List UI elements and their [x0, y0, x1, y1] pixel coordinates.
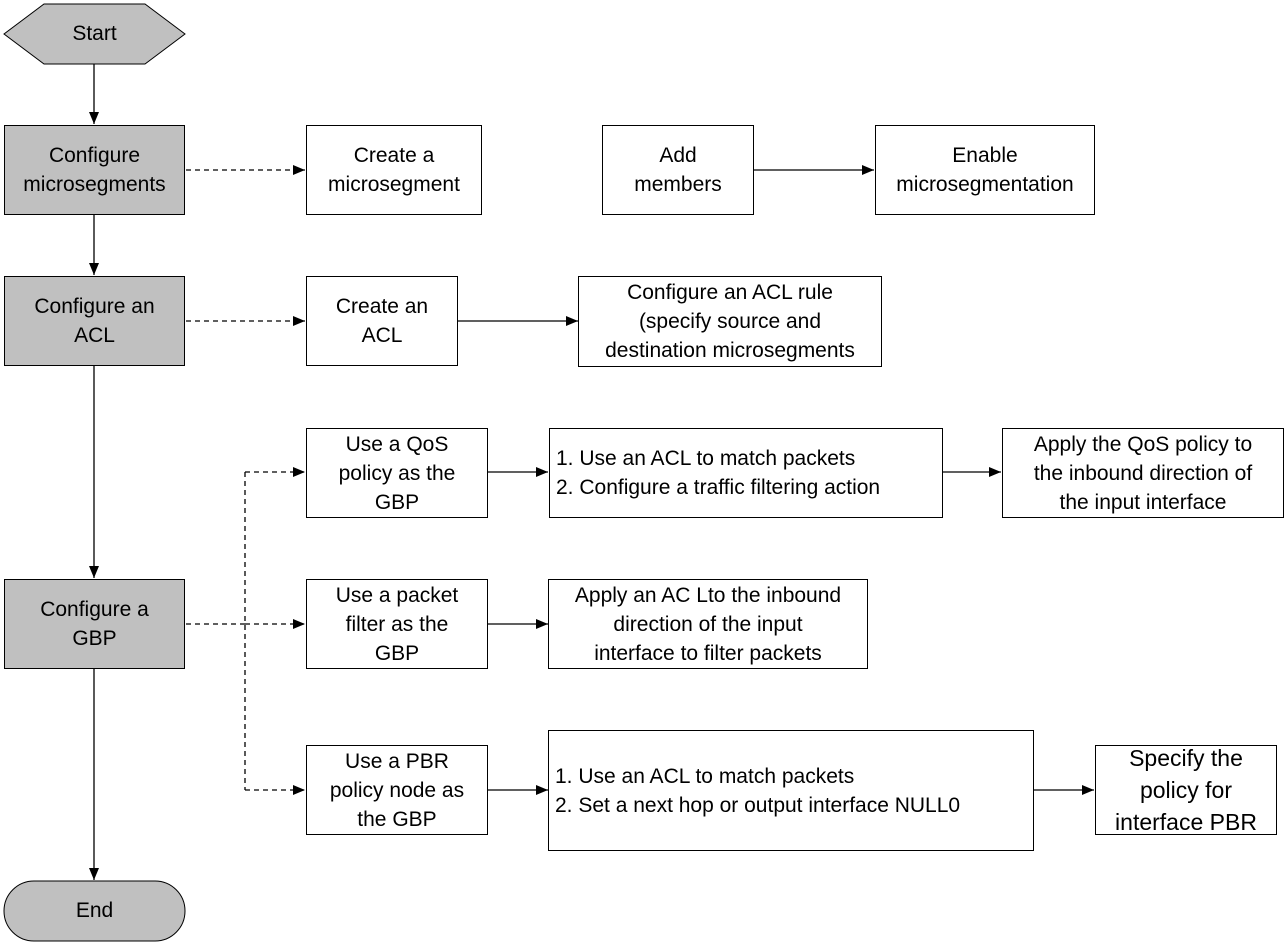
step-configure-acl: Configure an ACL [4, 276, 185, 366]
box-configure-acl-rule: Configure an ACL rule (specify source an… [578, 276, 882, 367]
box-create-acl: Create an ACL [306, 276, 458, 366]
start-label: Start [72, 22, 117, 45]
box-pbr-steps: 1. Use an ACL to match packets 2. Set a … [548, 730, 1034, 851]
end-terminator-shape [3, 880, 186, 942]
box-qos-steps: 1. Use an ACL to match packets 2. Config… [549, 428, 943, 518]
box-specify-policy: Specify the policy for interface PBR [1095, 745, 1277, 835]
box-use-packet-filter: Use a packet filter as the GBP [306, 579, 488, 669]
start-terminator-shape [3, 3, 186, 65]
end-label: End [75, 899, 114, 922]
box-use-qos-policy: Use a QoS policy as the GBP [306, 428, 488, 518]
box-enable-microsegmentation: Enable microsegmentation [875, 125, 1095, 215]
box-add-members: Add members [602, 125, 754, 215]
box-apply-qos-policy: Apply the QoS policy to the inbound dire… [1002, 428, 1284, 518]
step-configure-gbp: Configure a GBP [4, 579, 185, 669]
box-create-microsegment: Create a microsegment [306, 125, 482, 215]
box-apply-acl-inbound: Apply an AC Lto the inbound direction of… [548, 579, 868, 669]
step-configure-microsegments: Configure microsegments [4, 125, 185, 215]
box-use-pbr-policy-node: Use a PBR policy node as the GBP [306, 745, 488, 835]
